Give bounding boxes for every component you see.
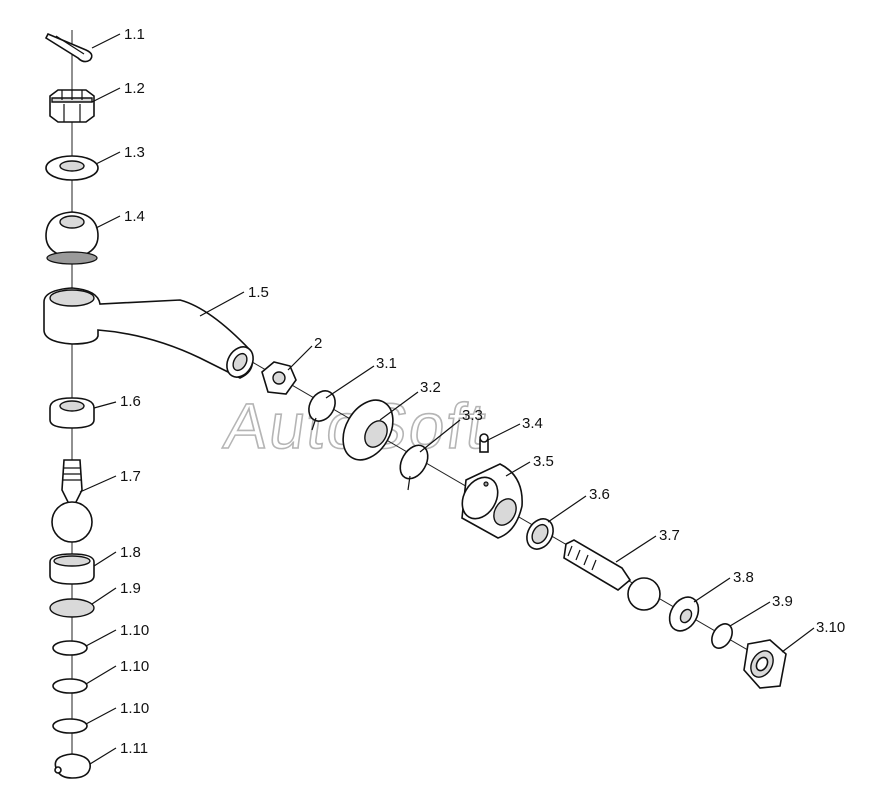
callout-1-5: 1.5 — [199, 284, 269, 317]
callout-1-8: 1.8 — [93, 544, 141, 567]
label-1-5: 1.5 — [248, 284, 269, 301]
label-3-9: 3.9 — [772, 593, 793, 610]
callout-3-5: 3.5 — [505, 453, 554, 477]
callout-3-4: 3.4 — [487, 415, 543, 441]
callout-1-10-b: 1.10 — [85, 658, 149, 685]
part-1-7-ball-stud — [51, 459, 93, 543]
part-1-4-dust-boot — [45, 211, 99, 265]
part-1-3-washer — [45, 155, 99, 181]
label-3-2: 3.2 — [420, 379, 441, 396]
callout-1-11: 1.11 — [89, 740, 148, 765]
part-3-1-wire-ring — [308, 390, 336, 431]
callout-3-1: 3.1 — [325, 355, 397, 399]
label-3-6: 3.6 — [589, 486, 610, 503]
label-1-10-c: 1.10 — [120, 700, 149, 717]
callout-1-10-a: 1.10 — [85, 622, 149, 647]
part-3-2-boot — [342, 399, 394, 461]
part-1-10-shim-a — [52, 640, 88, 656]
label-3-7: 3.7 — [659, 527, 680, 544]
part-1-10-shim-b — [52, 678, 88, 694]
callout-3-8: 3.8 — [693, 569, 754, 603]
part-3-9-ring — [711, 623, 733, 649]
label-1-1: 1.1 — [124, 26, 145, 43]
label-1-7: 1.7 — [120, 468, 141, 485]
label-3-10: 3.10 — [816, 619, 845, 636]
label-3-8: 3.8 — [733, 569, 754, 586]
callout-3-7: 3.7 — [615, 527, 680, 563]
part-1-8-sleeve — [49, 553, 95, 585]
part-1-11-circlip — [54, 753, 91, 779]
callout-1-10-c: 1.10 — [85, 700, 149, 725]
callout-1-6: 1.6 — [93, 393, 141, 410]
callout-1-9: 1.9 — [91, 580, 141, 605]
part-1-1-cotter-pin — [44, 32, 93, 63]
label-1-6: 1.6 — [120, 393, 141, 410]
callout-3-3: 3.3 — [419, 407, 483, 453]
label-1-3: 1.3 — [124, 144, 145, 161]
callout-1-1: 1.1 — [91, 26, 145, 49]
part-3-5-socket-housing — [461, 463, 523, 539]
label-3-5: 3.5 — [533, 453, 554, 470]
label-3-3: 3.3 — [462, 407, 483, 424]
callout-1-7: 1.7 — [79, 468, 141, 493]
label-2: 2 — [314, 335, 322, 352]
callout-1-4: 1.4 — [95, 208, 145, 229]
part-1-10-shim-c — [52, 718, 88, 734]
part-1-9-disc — [49, 598, 95, 618]
part-3-7-ball-pin — [563, 539, 661, 611]
callout-3-10: 3.10 — [781, 619, 845, 653]
label-1-10-a: 1.10 — [120, 622, 149, 639]
part-3-8-bushing — [668, 596, 700, 632]
label-3-4: 3.4 — [522, 415, 543, 432]
label-3-1: 3.1 — [376, 355, 397, 372]
label-1-4: 1.4 — [124, 208, 145, 225]
callout-3-9: 3.9 — [729, 593, 793, 627]
part-1-5-drag-link-arm — [43, 287, 254, 379]
callout-3-6: 3.6 — [547, 486, 610, 523]
callout-2: 2 — [287, 335, 322, 371]
part-3-10-plug — [743, 639, 787, 689]
label-1-9: 1.9 — [120, 580, 141, 597]
callout-1-3: 1.3 — [95, 144, 145, 165]
part-1-2-castle-nut — [49, 89, 95, 123]
label-1-8: 1.8 — [120, 544, 141, 561]
label-1-2: 1.2 — [124, 80, 145, 97]
part-3-6-ring — [526, 518, 554, 550]
part-1-6-bushing — [49, 397, 95, 429]
label-1-11: 1.11 — [120, 740, 148, 757]
part-3-4-grease-nipple — [479, 433, 489, 453]
callout-3-2: 3.2 — [379, 379, 441, 421]
callout-1-2: 1.2 — [91, 80, 145, 103]
part-2-hex-nut — [261, 361, 297, 395]
label-1-10-b: 1.10 — [120, 658, 149, 675]
part-3-3-wire-ring — [399, 444, 429, 491]
